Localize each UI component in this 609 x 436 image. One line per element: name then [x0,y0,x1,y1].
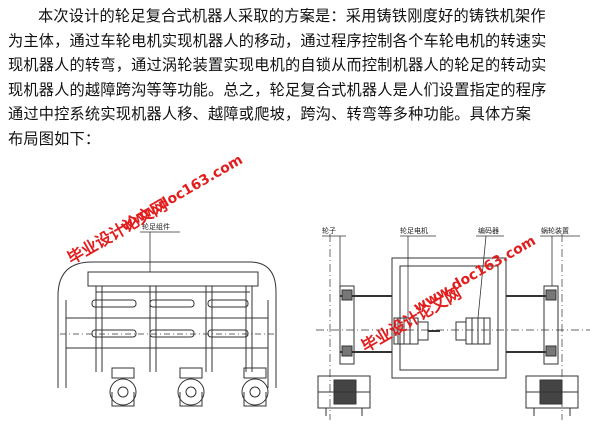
right-gear-stack [543,285,559,365]
left-slot [207,329,249,338]
left-slot [91,299,137,308]
right-drive-drawing [316,234,590,420]
label-wheel-motor: 轮足电机 [400,226,428,235]
label-encoder: 编码器 [478,226,499,235]
label-wheel: 轮子 [322,226,336,235]
right-wheel-housing [525,375,579,416]
right-motor [455,317,491,345]
paragraph-line-6: 布局图如下： [8,129,101,148]
left-top-beam [87,271,259,287]
left-gear-stack [339,285,355,365]
paragraph-line-5: 通过中控系统实现机器人移、越障或爬坡，跨沟、转弯等多种功能。具体方案 [8,105,532,124]
description-paragraph: 本次设计的轮足复合式机器人采取的方案是：采用铸铁刚度好的铸铁机架作 为主体，通过… [8,4,604,152]
left-slot [207,299,249,308]
paragraph-line-1: 本次设计的轮足复合式机器人采取的方案是：采用铸铁刚度好的铸铁机架作 [38,7,546,25]
label-worm-gear: 蜗轮装置 [541,226,569,235]
caster-wheel [177,367,205,407]
caster-wheel [109,367,137,407]
watermark-url-left: www.doc163.com [118,151,246,235]
left-slot [91,329,137,338]
paragraph-line-4: 现机器人的越障跨沟等等功能。总之，轮足复合式机器人是人们设置指定的程序 [8,80,547,99]
paragraph-line-3: 现机器人的转弯，通过涡轮装置实现电机的自锁从而控制机器人的轮足的转动实 [8,56,547,75]
paragraph-line-2: 为主体，通过车轮电机实现机器人的移动，通过程序控制各个车轮电机的转速实 [8,31,547,50]
left-frame-outline [57,261,277,388]
caster-wheel [241,367,269,407]
watermark-url-right: www.doc163.com [411,232,539,316]
left-slot [149,329,195,338]
left-wheel-group [109,367,269,407]
left-wheel-housing [317,375,371,416]
left-slot [149,299,195,308]
